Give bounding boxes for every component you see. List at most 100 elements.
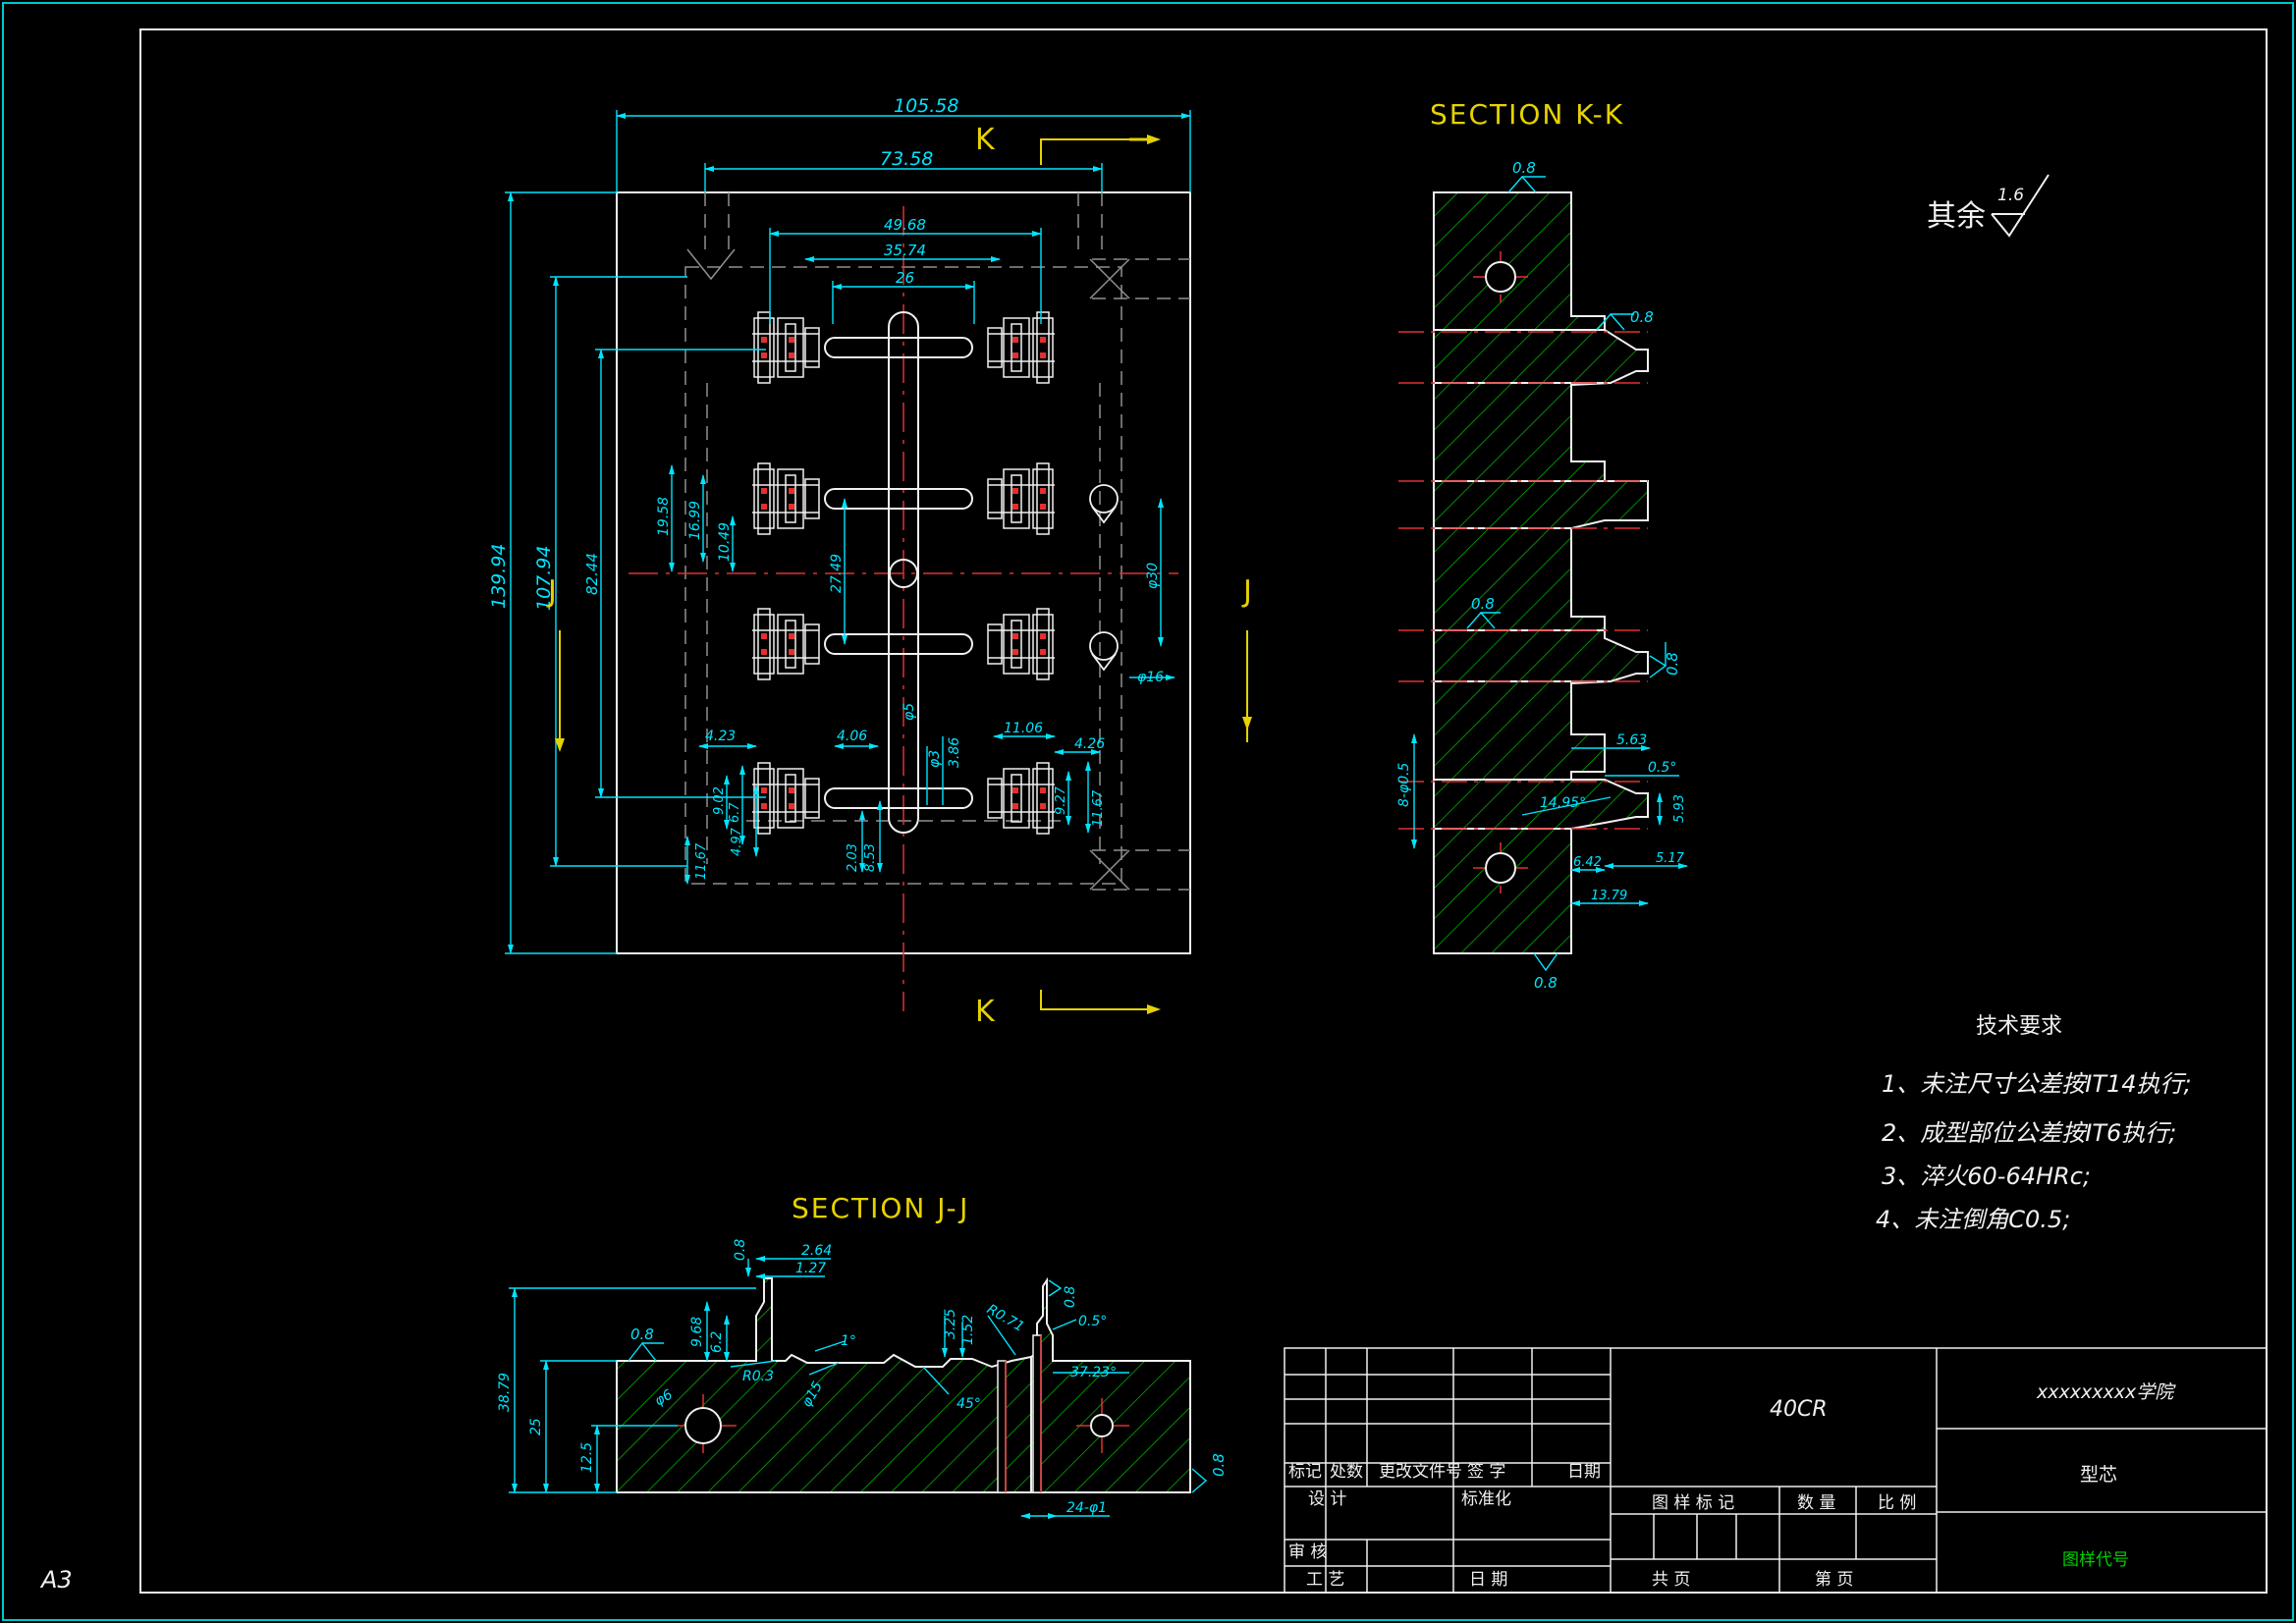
section-jj-dim-45deg: 45° [957, 1396, 981, 1412]
dim-6-7: 6.7 [728, 802, 742, 823]
dim-9-27: 9.27 [1054, 785, 1068, 815]
dim-width-overall: 105.58 [894, 95, 958, 117]
dim-35-74: 35.74 [884, 242, 926, 259]
tb-row-process: 工 艺 [1306, 1570, 1344, 1590]
roughness-rest-symbol [1991, 174, 2050, 238]
roughness-rest-value: 1.6 [1997, 186, 2024, 205]
section-jj-dim-1-52: 1.52 [960, 1315, 976, 1345]
inner-frame [139, 28, 2268, 1594]
title-block: 标记 处数 更改文件号 签 字 日期 设 计 标准化 审 核 工 艺 日 期 4… [1284, 1347, 2268, 1594]
dim-11-67-right: 11.67 [1091, 789, 1106, 827]
sheet-size-label: A3 [39, 1566, 73, 1594]
plan-view [505, 110, 1252, 1014]
section-jj-dim-37-23: 37.23° [1070, 1365, 1117, 1380]
tb-col-change-doc: 更改文件号 [1379, 1462, 1462, 1482]
tb-col-drawing-mark: 图 样 标 记 [1652, 1493, 1734, 1513]
tb-col-quantity: 数 量 [1797, 1493, 1835, 1513]
tb-row-design: 设 计 [1308, 1489, 1346, 1509]
section-jj-ra-right: 0.8 [1210, 1453, 1228, 1477]
cut-label-k-top: K [975, 123, 996, 157]
roughness-rest-label: 其余 [1927, 199, 1986, 234]
runner-system [824, 311, 973, 834]
section-jj-dim-24phi1: 24-φ1 [1066, 1500, 1107, 1516]
dim-phi16: φ16 [1137, 670, 1164, 685]
section-jj-view: SECTION J-J [497, 1192, 1228, 1519]
cut-label-k-bottom: K [975, 995, 996, 1029]
dim-4-26: 4.26 [1074, 736, 1105, 752]
section-kk-dim-5-63: 5.63 [1616, 732, 1647, 748]
section-kk-ra-3: 0.8 [1471, 595, 1495, 613]
cavity-insert [752, 762, 820, 835]
dim-height-inner: 107.94 [533, 546, 555, 611]
section-jj-slot-2 [1032, 1334, 1042, 1493]
tb-col-mark: 标记 [1288, 1462, 1322, 1482]
section-kk-ra-bottom: 0.8 [1534, 974, 1558, 992]
tb-part-name: 型芯 [2080, 1464, 2117, 1486]
roughness-rest-note: 其余 1.6 [1927, 174, 2050, 238]
section-jj-dim-1deg: 1° [841, 1333, 856, 1349]
cut-label-j-right: J [1241, 574, 1252, 609]
tb-col-count: 处数 [1330, 1462, 1363, 1482]
center-lines [629, 206, 1178, 1011]
section-jj-dim-38-79: 38.79 [497, 1373, 513, 1412]
section-jj-dim-6-2: 6.2 [709, 1331, 725, 1353]
section-kk-body [1433, 191, 1649, 954]
cavity-insert [752, 311, 820, 384]
dim-82-44: 82.44 [583, 553, 601, 595]
tb-col-date: 日期 [1567, 1462, 1601, 1482]
section-jj-dim-25: 25 [528, 1418, 544, 1435]
cavity-insert [987, 462, 1055, 535]
section-jj-hole-right [1090, 1414, 1114, 1437]
tech-requirement-1: 1、未注尺寸公差按IT14执行; [1882, 1070, 2192, 1098]
section-jj-slot-1 [997, 1360, 1007, 1493]
section-jj-body-left [616, 1277, 1032, 1493]
dim-11-67-left: 11.67 [694, 842, 709, 880]
section-jj-dim-r0-71: R0.71 [984, 1302, 1026, 1335]
section-kk-title: SECTION K-K [1430, 98, 1624, 131]
tb-material: 40CR [1770, 1397, 1828, 1422]
section-jj-dim-1-27: 1.27 [795, 1261, 826, 1276]
tb-page-no: 第 页 [1815, 1570, 1853, 1590]
tb-school: xxxxxxxxx学院 [2036, 1381, 2176, 1403]
dim-phi5: φ5 [902, 703, 917, 721]
section-jj-dim-3-25: 3.25 [943, 1309, 958, 1339]
section-kk-hole-top [1485, 261, 1516, 293]
plan-view-labels: 105.58 73.58 49.68 35.74 26 139.94 107.9… [488, 95, 1252, 1029]
section-jj-dim-0-5deg: 0.5° [1078, 1314, 1107, 1329]
section-kk-ra-top: 0.8 [1512, 159, 1536, 177]
ejector-holes [1089, 484, 1119, 672]
section-jj-dim-2-64: 2.64 [801, 1243, 832, 1259]
section-kk-dim-14-95: 14.95° [1540, 795, 1586, 811]
tech-requirement-4: 4、未注倒角C0.5; [1876, 1206, 2070, 1233]
dim-height-overall: 139.94 [488, 544, 510, 609]
tb-row-standard: 标准化 [1461, 1489, 1511, 1509]
dim-11-06: 11.06 [1004, 721, 1043, 736]
dim-8-53: 8.53 [863, 843, 878, 872]
dim-9-02: 9.02 [712, 786, 727, 815]
tb-col-sign: 签 字 [1467, 1462, 1505, 1482]
section-kk-dim-5-17: 5.17 [1656, 851, 1685, 866]
dim-phi30: φ30 [1145, 563, 1161, 589]
cavity-insert [987, 608, 1055, 680]
cut-label-j-left: J [546, 574, 557, 609]
section-kk-ra-2: 0.8 [1664, 652, 1681, 676]
dim-width-inner: 73.58 [880, 148, 933, 170]
cavity-group [752, 311, 1055, 835]
dim-27-49: 27.49 [829, 554, 845, 593]
tb-row-date2: 日 期 [1469, 1570, 1507, 1590]
dim-2-03: 2.03 [846, 843, 860, 872]
cavity-insert [752, 608, 820, 680]
section-jj-dim-r0-3: R0.3 [742, 1369, 774, 1384]
dim-phi3: φ3 [927, 750, 943, 768]
tb-row-review: 审 核 [1288, 1542, 1327, 1562]
section-jj-ra-top-right: 0.8 [1063, 1286, 1078, 1308]
section-kk-dim-8phi0-5: 8-φ0.5 [1396, 762, 1412, 807]
dim-19-58: 19.58 [656, 497, 672, 536]
dim-49-68: 49.68 [884, 216, 926, 234]
section-cut-arrows [555, 135, 1252, 1014]
dim-26: 26 [896, 269, 914, 287]
section-kk-view: SECTION K-K [1396, 98, 1688, 992]
section-jj-dimension-lines [509, 1256, 1208, 1519]
